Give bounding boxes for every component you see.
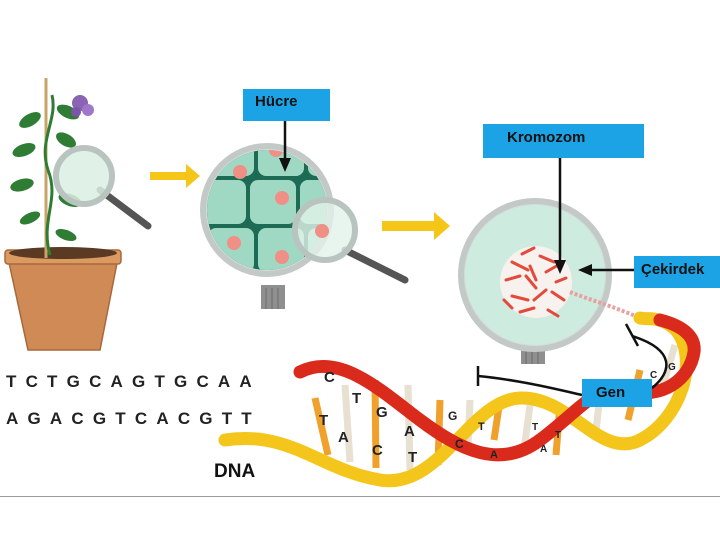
- nucleus-lens: [458, 198, 612, 364]
- flower-icon: [71, 95, 94, 117]
- chromatin-thread: [569, 290, 641, 320]
- soil: [9, 247, 117, 259]
- svg-text:G: G: [668, 362, 676, 373]
- arrow-right-2: [382, 212, 450, 240]
- svg-text:C: C: [650, 370, 657, 381]
- gene-bracket: [476, 323, 668, 397]
- svg-text:T: T: [319, 412, 328, 429]
- label-nucleus: Çekirdek: [634, 256, 720, 288]
- magnifier-1: [53, 145, 152, 230]
- svg-text:A: A: [490, 449, 498, 461]
- dna-sequence-top: TCTGCAGTGCAA: [6, 372, 261, 391]
- strand-yellow: [218, 311, 693, 488]
- svg-text:A: A: [338, 429, 349, 446]
- label-dna: DNA: [214, 461, 256, 482]
- svg-text:T: T: [352, 390, 361, 407]
- plant-cells: [207, 150, 327, 270]
- callout-arrows: [279, 121, 634, 276]
- dna-helix: CTT AGC ATG CT AT AT CG: [218, 311, 701, 488]
- arrow-right-1: [150, 164, 200, 188]
- helix-base-letters: CTT AGC ATG CT AT AT CG: [319, 362, 676, 466]
- lens-stand-1: [261, 285, 285, 309]
- svg-text:T: T: [532, 422, 538, 433]
- plant-illustration: [4, 78, 122, 351]
- svg-text:G: G: [376, 404, 388, 421]
- svg-text:T: T: [478, 421, 485, 433]
- flower-pot: [7, 257, 119, 351]
- svg-text:C: C: [455, 437, 464, 451]
- cells-lens: [200, 143, 334, 309]
- svg-text:C: C: [372, 442, 383, 459]
- svg-text:G: G: [448, 409, 457, 423]
- magnifier-2: [292, 197, 409, 284]
- dna-sequence-bottom: AGACGTCACGTT: [6, 409, 261, 428]
- svg-text:T: T: [408, 449, 417, 466]
- svg-text:T: T: [555, 430, 561, 441]
- svg-text:A: A: [404, 423, 415, 440]
- strand-red: [293, 313, 701, 462]
- label-chromosome: Kromozom: [483, 124, 644, 158]
- label-cell: Hücre: [243, 89, 330, 121]
- divider-line: [0, 496, 720, 497]
- svg-text:A: A: [540, 444, 547, 455]
- svg-text:C: C: [324, 369, 335, 386]
- label-gene: Gen: [582, 379, 652, 407]
- plant-stem: [43, 94, 55, 256]
